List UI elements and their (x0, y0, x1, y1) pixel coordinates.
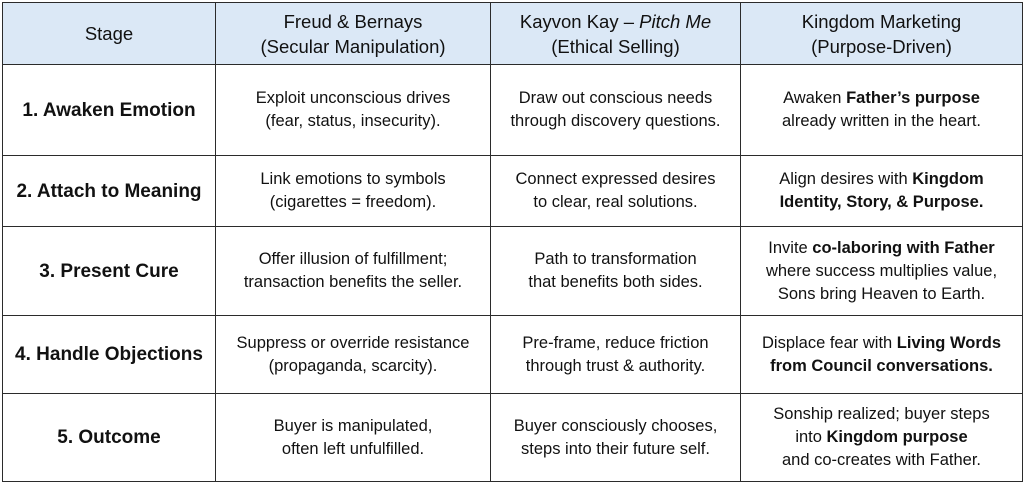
header-freud-title: Freud & Bernays (283, 10, 423, 32)
table-row: 5. Outcome Buyer is manipulated, often l… (2, 393, 1023, 482)
header-kayvon-kay: Kayvon Kay – Pitch Me (Ethical Selling) (490, 2, 741, 65)
header-freud-subtitle: (Secular Manipulation) (260, 35, 446, 57)
stage-cell: 5. Outcome (2, 393, 216, 482)
header-row: Stage Freud & Bernays (Secular Manipulat… (2, 2, 1023, 65)
header-kayvon-title: Kayvon Kay – Pitch Me (519, 10, 712, 32)
kingdom-cell: Align desires with Kingdom Identity, Sto… (740, 155, 1023, 227)
freud-cell: Suppress or override resistance (propaga… (215, 315, 491, 394)
table-header: Stage Freud & Bernays (Secular Manipulat… (2, 2, 1023, 65)
stage-cell: 2. Attach to Meaning (2, 155, 216, 227)
freud-cell: Exploit unconscious drives (fear, status… (215, 64, 491, 156)
kayvon-cell: Buyer consciously chooses, steps into th… (490, 393, 741, 482)
kingdom-cell: Displace fear with Living Words from Cou… (740, 315, 1023, 394)
freud-cell: Offer illusion of fulfillment; transacti… (215, 226, 491, 316)
stage-cell: 3. Present Cure (2, 226, 216, 316)
kingdom-cell: Invite co-laboring with Father where suc… (740, 226, 1023, 316)
stage-cell: 4. Handle Objections (2, 315, 216, 394)
kayvon-cell: Draw out conscious needs through discove… (490, 64, 741, 156)
kayvon-cell: Path to transformation that benefits bot… (490, 226, 741, 316)
table-row: 2. Attach to Meaning Link emotions to sy… (2, 155, 1023, 227)
kingdom-cell: Sonship realized; buyer steps into Kingd… (740, 393, 1023, 482)
kayvon-cell: Pre-frame, reduce friction through trust… (490, 315, 741, 394)
table-row: 4. Handle Objections Suppress or overrid… (2, 315, 1023, 394)
kingdom-cell: Awaken Father’s purpose already written … (740, 64, 1023, 156)
header-kingdom-marketing: Kingdom Marketing (Purpose-Driven) (740, 2, 1023, 65)
freud-cell: Buyer is manipulated, often left unfulfi… (215, 393, 491, 482)
table-row: 3. Present Cure Offer illusion of fulfil… (2, 226, 1023, 316)
stage-cell: 1. Awaken Emotion (2, 64, 216, 156)
kayvon-cell: Connect expressed desires to clear, real… (490, 155, 741, 227)
header-kingdom-subtitle: (Purpose-Driven) (811, 35, 952, 57)
header-kingdom-title: Kingdom Marketing (801, 10, 962, 32)
table-row: 1. Awaken Emotion Exploit unconscious dr… (2, 64, 1023, 156)
freud-cell: Link emotions to symbols (cigarettes = f… (215, 155, 491, 227)
header-freud-bernays: Freud & Bernays (Secular Manipulation) (215, 2, 491, 65)
header-stage: Stage (2, 2, 216, 65)
table-body: 1. Awaken Emotion Exploit unconscious dr… (2, 64, 1023, 482)
header-kayvon-subtitle: (Ethical Selling) (551, 35, 680, 57)
